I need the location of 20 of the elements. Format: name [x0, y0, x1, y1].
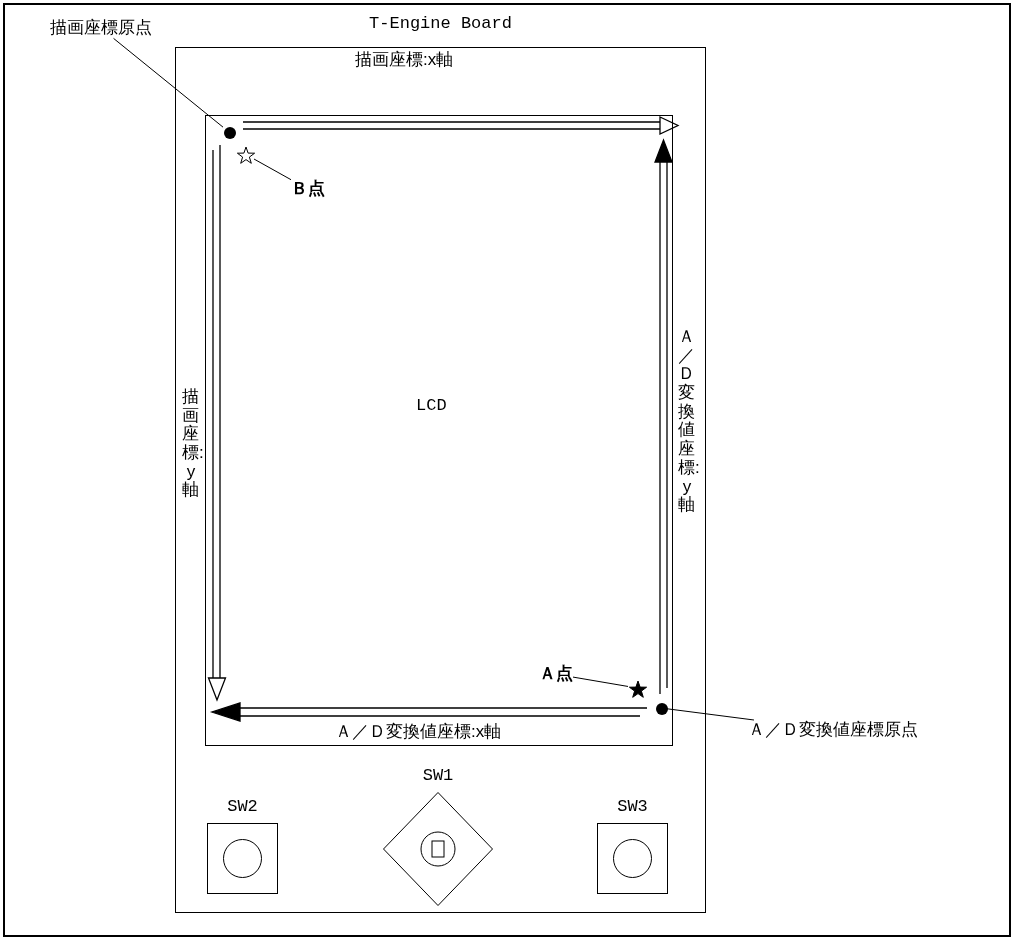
- point-label: Ｂ点: [291, 179, 325, 200]
- switch-label: SW2: [226, 797, 259, 818]
- star-marker: [629, 680, 647, 698]
- leader-line: [253, 158, 292, 181]
- star-marker: [237, 146, 255, 164]
- origin-dot: [224, 127, 236, 139]
- switch-label: SW1: [421, 766, 455, 787]
- lcd-panel: [205, 115, 673, 746]
- axis-label: Ａ／Ｄ変換値座標:x軸: [335, 722, 502, 743]
- axis-label: 描画座標:x軸: [355, 50, 454, 71]
- origin-label: 描画座標原点: [50, 18, 152, 39]
- lcd-label: LCD: [416, 396, 447, 417]
- origin-label: Ａ／Ｄ変換値座標原点: [748, 720, 918, 741]
- point-label: Ａ点: [539, 664, 573, 685]
- switch-label: SW3: [616, 797, 649, 818]
- leader-line: [666, 708, 755, 721]
- origin-dot: [656, 703, 668, 715]
- board-title: T-Engine Board: [368, 14, 513, 35]
- leader-line: [572, 676, 629, 687]
- leader-line: [113, 37, 224, 128]
